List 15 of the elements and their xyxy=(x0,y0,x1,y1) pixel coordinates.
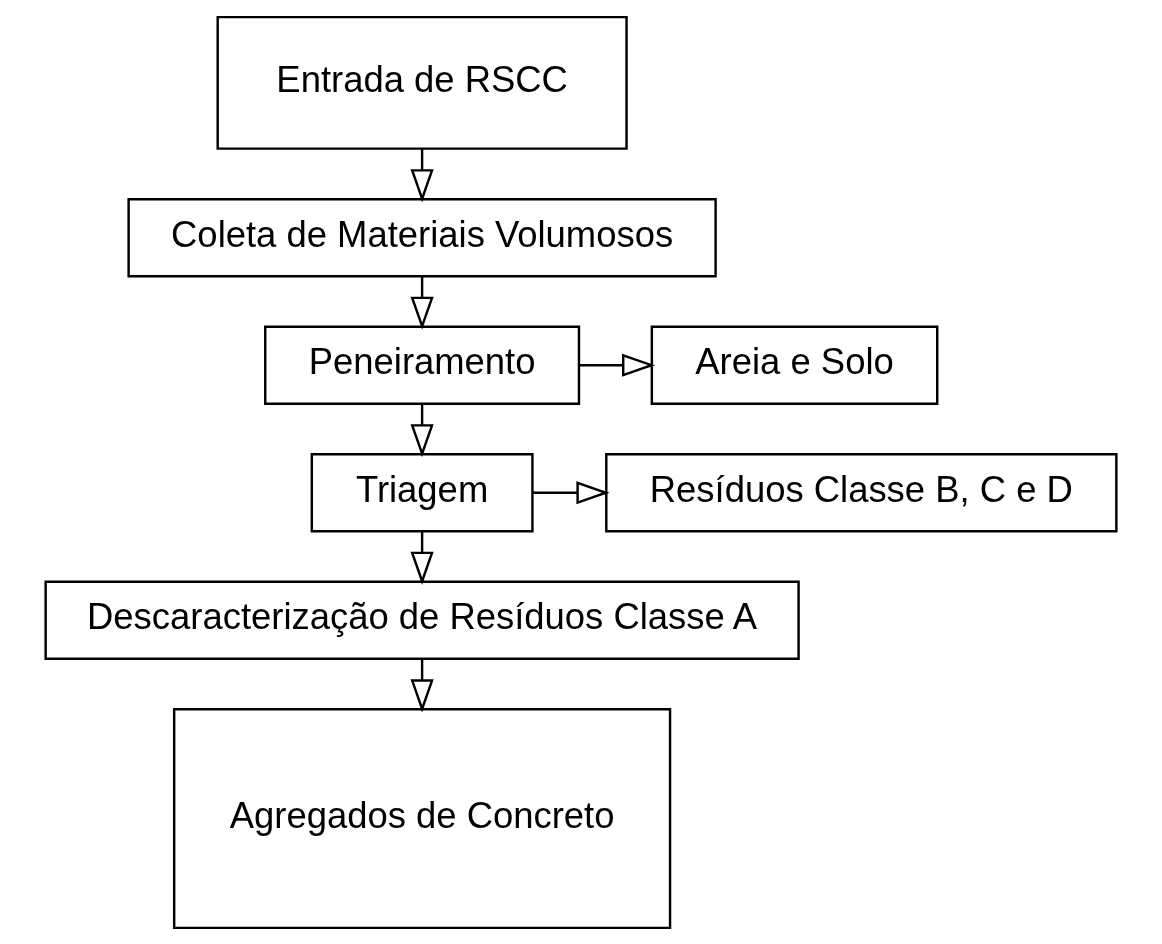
arrow xyxy=(410,531,434,585)
node-box: Entrada de RSCC xyxy=(216,15,628,150)
arrow xyxy=(410,276,434,330)
arrow xyxy=(579,353,656,377)
node-box: Descaracterização de Resíduos Classe A xyxy=(44,580,800,660)
arrow xyxy=(410,658,434,713)
node-box: Coleta de Materiais Volumosos xyxy=(127,197,717,277)
arrow xyxy=(532,480,610,504)
arrow xyxy=(410,403,434,457)
node-box: Triagem xyxy=(310,452,534,532)
arrow xyxy=(410,148,434,202)
node-box: Areia e Solo xyxy=(650,325,939,405)
node-box: Peneiramento xyxy=(264,325,581,405)
node-box: Agregados de Concreto xyxy=(172,707,672,929)
node-box: Resíduos Classe B, C e D xyxy=(605,452,1118,532)
